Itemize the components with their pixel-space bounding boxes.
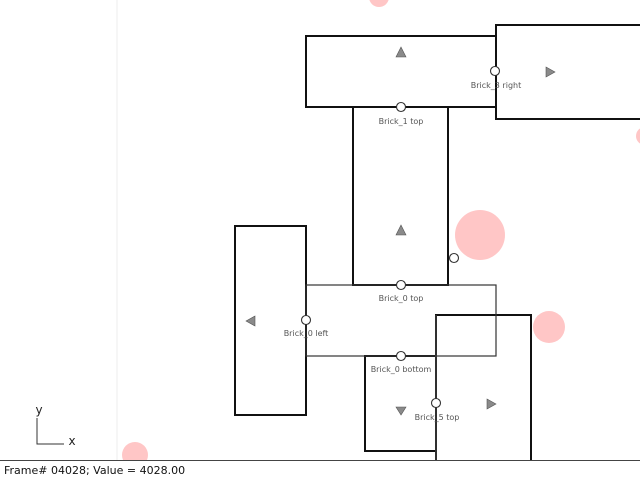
connector-label: Brick_0 left bbox=[284, 329, 329, 338]
connector-brick-5-top[interactable] bbox=[430, 397, 442, 409]
arrow-right-icon bbox=[486, 398, 497, 410]
connector-label: Brick_3 right bbox=[471, 81, 521, 90]
axis-lines bbox=[36, 418, 64, 445]
status-bar: Frame# 04028; Value = 4028.00 bbox=[0, 460, 640, 480]
connector-free[interactable] bbox=[448, 252, 460, 264]
axis-x-label: x bbox=[68, 434, 75, 448]
pink-blob bbox=[636, 128, 640, 144]
arrow-up-icon bbox=[395, 224, 407, 236]
brick-3[interactable] bbox=[495, 24, 640, 120]
pink-blob bbox=[369, 0, 389, 7]
axis-indicator: y x bbox=[35, 403, 75, 448]
status-text: Frame# 04028; Value = 4028.00 bbox=[4, 464, 186, 477]
arrow-right-icon bbox=[545, 66, 556, 78]
pink-blob bbox=[122, 442, 148, 460]
pink-blob bbox=[455, 210, 505, 260]
brick-left[interactable] bbox=[234, 225, 307, 416]
scene-canvas[interactable]: Brick_1 top Brick_3 right Brick_0 top Br… bbox=[0, 0, 640, 460]
brick-1-vertical[interactable] bbox=[352, 106, 449, 286]
brick-5[interactable] bbox=[435, 314, 532, 460]
connector-label: Brick_0 top bbox=[379, 294, 424, 303]
arrow-down-icon bbox=[395, 406, 407, 416]
connector-brick-3-right[interactable] bbox=[489, 65, 501, 77]
connector-brick-0-bottom[interactable] bbox=[395, 350, 407, 362]
connector-label: Brick_5 top bbox=[415, 413, 460, 422]
pink-blob bbox=[533, 311, 565, 343]
connector-label: Brick_1 top bbox=[379, 117, 424, 126]
connector-brick-1-top[interactable] bbox=[395, 101, 407, 113]
brick-0-lower[interactable] bbox=[364, 355, 437, 452]
arrow-left-icon bbox=[245, 315, 256, 327]
connector-brick-0-top[interactable] bbox=[395, 279, 407, 291]
axis-y-label: y bbox=[35, 403, 42, 417]
connector-label: Brick_0 bottom bbox=[371, 365, 432, 374]
scene-viewport[interactable]: Brick_1 top Brick_3 right Brick_0 top Br… bbox=[0, 0, 640, 460]
connector-brick-0-left[interactable] bbox=[300, 314, 312, 326]
arrow-up-icon bbox=[395, 46, 407, 58]
